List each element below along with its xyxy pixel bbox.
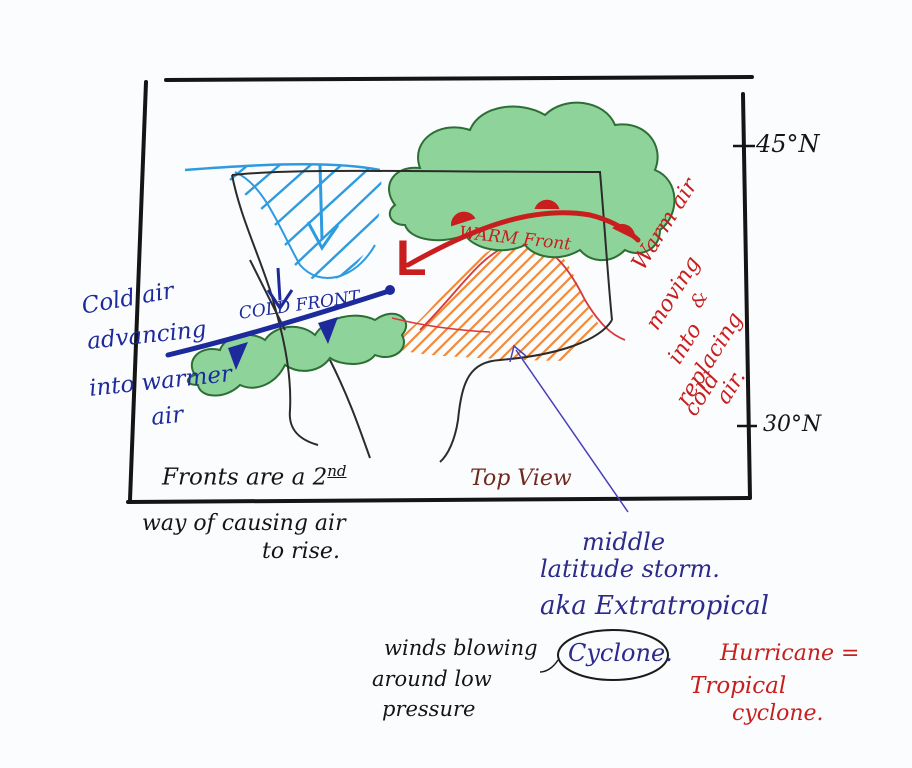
top-view-label: Top View	[470, 466, 572, 491]
hurricane-label-line-2: Tropical	[690, 673, 787, 699]
storm-label-line-4: Cyclone.	[568, 639, 673, 667]
winds-label-line-3: pressure	[382, 697, 476, 721]
storm-outline	[231, 169, 613, 463]
map-frame	[126, 75, 754, 504]
storm-pointer-arrow	[509, 344, 629, 513]
storm-label-line-1: middle	[582, 528, 666, 556]
winds-label-line-2: around low	[372, 667, 492, 691]
cold-air-line-4: air	[149, 401, 185, 431]
winds-connector	[539, 659, 559, 673]
low-pressure-symbol: L	[396, 230, 427, 286]
hurricane-label-line-3: cyclone.	[732, 701, 824, 726]
cold-air-region	[184, 162, 382, 281]
lat-30-label: 30°N	[763, 412, 822, 437]
cold-front-line	[165, 267, 395, 370]
storm-label-line-3: aka Extratropical	[540, 591, 769, 621]
cyclone-circle	[557, 629, 669, 681]
storm-label-line-2: latitude storm.	[540, 555, 720, 583]
fronts-caption-line-1: Fronts are a 2nd	[162, 462, 347, 491]
warm-front-line	[391, 199, 641, 333]
fronts-caption-line-2: way of causing air	[142, 511, 346, 536]
fronts-caption-text: Fronts are a 2	[162, 464, 328, 491]
hurricane-label-line-1: Hurricane =	[720, 641, 860, 666]
winds-label-line-1: winds blowing	[384, 636, 538, 660]
fronts-caption-sup: nd	[327, 462, 347, 480]
fronts-caption-line-3: to rise.	[262, 539, 340, 564]
cold-front-clouds	[186, 312, 408, 397]
lat-45-label: 45°N	[756, 130, 820, 158]
